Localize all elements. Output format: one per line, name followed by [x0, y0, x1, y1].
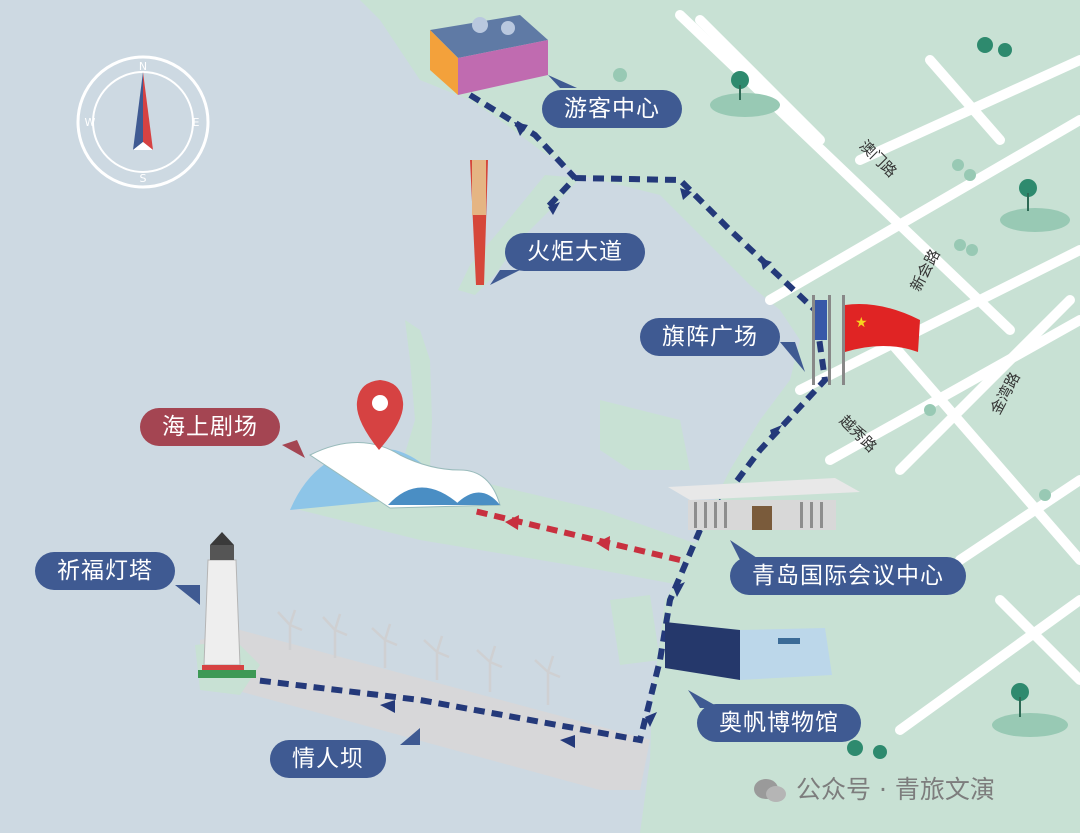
visitor-center-building — [430, 15, 548, 95]
conference-center-building — [668, 478, 860, 530]
lighthouse-building — [198, 532, 256, 678]
label-sailing-museum[interactable]: 奥帆博物馆 — [697, 704, 861, 742]
land-pier-small — [610, 595, 660, 665]
label-visitor-center[interactable]: 游客中心 — [542, 90, 682, 128]
land-lovers-dam — [200, 630, 650, 790]
location-pin-icon — [356, 380, 404, 450]
watermark-text: 公众号 · 青旅文演 — [796, 775, 995, 804]
sailing-museum-building — [665, 622, 832, 680]
label-pointers — [175, 75, 805, 745]
route-red-arrows — [505, 515, 610, 551]
watermark: 公众号 · 青旅文演 — [752, 770, 995, 806]
compass-s: S — [140, 172, 147, 185]
label-sea-theatre[interactable]: 海上剧场 — [140, 408, 280, 446]
compass-icon: N E S W — [76, 55, 210, 189]
sea-theatre-building — [290, 442, 501, 510]
wind-turbine-icons — [277, 609, 561, 705]
compass-n: N — [139, 60, 147, 73]
road-network — [675, 10, 1080, 735]
flag-square-flags: ★ — [812, 295, 920, 385]
svg-text:★: ★ — [855, 315, 868, 331]
torch-monument — [470, 160, 488, 285]
land-harbour-block — [600, 400, 690, 470]
label-conference-center[interactable]: 青岛国际会议中心 — [730, 557, 966, 595]
label-lighthouse[interactable]: 祈福灯塔 — [35, 552, 175, 590]
wechat-icon — [754, 779, 786, 802]
tree-cluster — [613, 37, 1070, 759]
compass-w: W — [85, 116, 96, 129]
label-pointer-theatre — [282, 440, 305, 458]
compass-e: E — [193, 116, 200, 129]
route-arrows — [380, 122, 782, 748]
land-mainland — [360, 0, 1080, 833]
land-theatre-pier — [300, 320, 700, 585]
label-flag-square[interactable]: 旗阵广场 — [640, 318, 780, 356]
label-torch-avenue[interactable]: 火炬大道 — [505, 233, 645, 271]
label-lovers-dam[interactable]: 情人坝 — [270, 740, 386, 778]
